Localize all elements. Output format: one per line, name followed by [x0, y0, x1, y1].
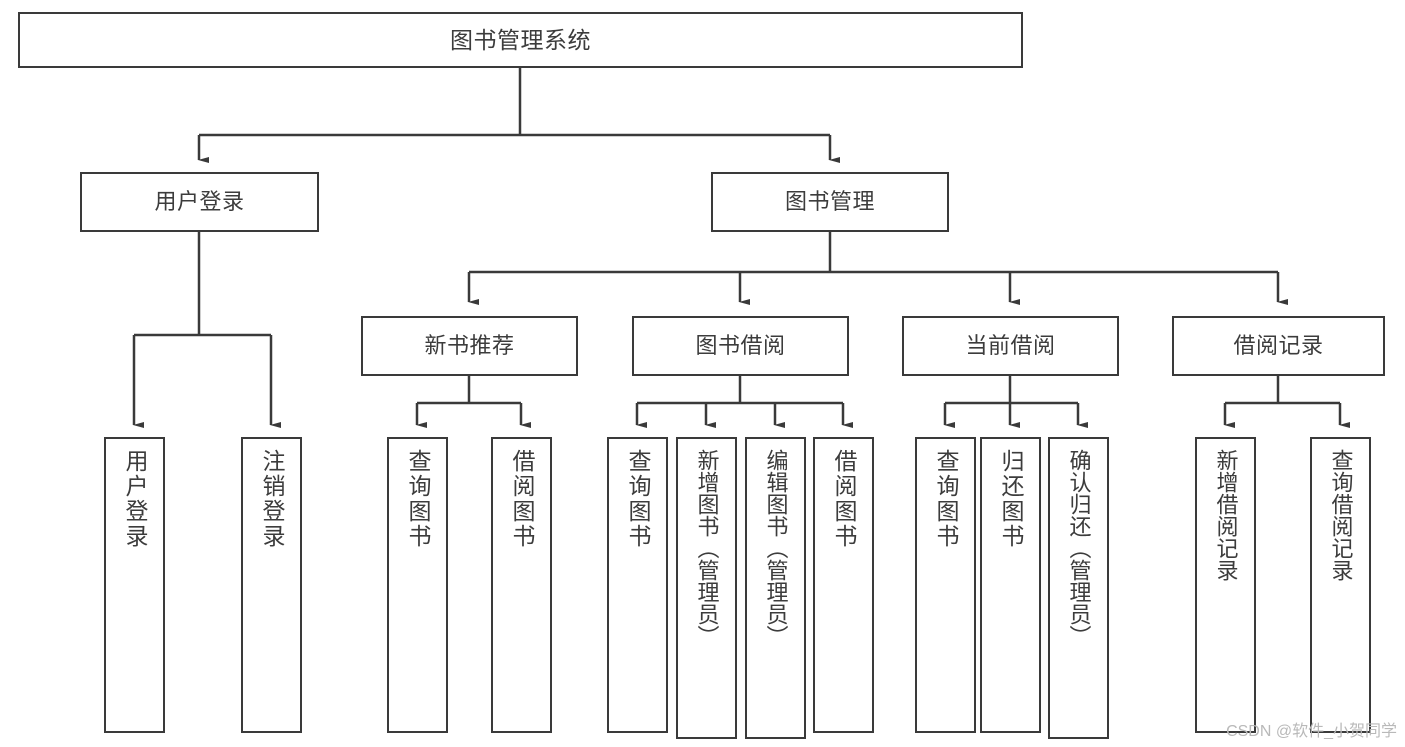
leaf-logout[interactable]: 注销登录	[241, 437, 302, 733]
leaf-return-book[interactable]: 归还图书	[980, 437, 1041, 733]
leaf-query-book-borrow-label: 查询图书	[625, 449, 651, 549]
leaf-user-login-label: 用户登录	[122, 449, 148, 549]
leaf-confirm-return-admin[interactable]: 确认归还（管理员）	[1048, 437, 1109, 739]
leaf-query-borrow-record-label: 查询借阅记录	[1328, 449, 1354, 581]
leaf-logout-label: 注销登录	[259, 449, 285, 549]
leaf-borrow-book-recommend-label: 借阅图书	[509, 449, 535, 549]
leaf-borrow-book-recommend[interactable]: 借阅图书	[491, 437, 552, 733]
leaf-query-book-current-label: 查询图书	[933, 449, 959, 549]
node-user-login[interactable]: 用户登录	[80, 172, 319, 232]
node-current-borrow-label: 当前借阅	[965, 333, 1056, 359]
node-new-book-recommend[interactable]: 新书推荐	[361, 316, 578, 376]
leaf-add-book-admin-label: 新增图书（管理员）	[694, 449, 720, 647]
watermark-text: CSDN @软件_小贺同学	[1226, 723, 1397, 740]
node-new-book-recommend-label: 新书推荐	[424, 333, 515, 359]
leaf-edit-book-admin[interactable]: 编辑图书（管理员）	[745, 437, 806, 739]
node-book-borrow[interactable]: 图书借阅	[632, 316, 849, 376]
leaf-edit-book-admin-label: 编辑图书（管理员）	[763, 449, 789, 647]
node-borrow-record-label: 借阅记录	[1233, 333, 1324, 359]
leaf-user-login[interactable]: 用户登录	[104, 437, 165, 733]
leaf-add-book-admin[interactable]: 新增图书（管理员）	[676, 437, 737, 739]
node-book-manage-label: 图书管理	[784, 189, 875, 215]
leaf-query-book-recommend-label: 查询图书	[405, 449, 431, 549]
leaf-query-book-borrow[interactable]: 查询图书	[607, 437, 668, 733]
leaf-query-book-recommend[interactable]: 查询图书	[387, 437, 448, 733]
leaf-borrow-book-borrow[interactable]: 借阅图书	[813, 437, 874, 733]
node-user-login-label: 用户登录	[154, 189, 245, 215]
node-borrow-record[interactable]: 借阅记录	[1172, 316, 1385, 376]
node-current-borrow[interactable]: 当前借阅	[902, 316, 1119, 376]
node-book-borrow-label: 图书借阅	[695, 333, 786, 359]
leaf-add-borrow-record[interactable]: 新增借阅记录	[1195, 437, 1256, 733]
node-book-manage[interactable]: 图书管理	[711, 172, 949, 232]
node-root-system[interactable]: 图书管理系统	[18, 12, 1023, 68]
leaf-query-borrow-record[interactable]: 查询借阅记录	[1310, 437, 1371, 733]
leaf-borrow-book-borrow-label: 借阅图书	[831, 449, 857, 549]
node-root-system-label: 图书管理系统	[450, 26, 591, 53]
leaf-confirm-return-admin-label: 确认归还（管理员）	[1066, 449, 1092, 647]
leaf-query-book-current[interactable]: 查询图书	[915, 437, 976, 733]
leaf-return-book-label: 归还图书	[998, 449, 1024, 549]
leaf-add-borrow-record-label: 新增借阅记录	[1213, 449, 1239, 581]
